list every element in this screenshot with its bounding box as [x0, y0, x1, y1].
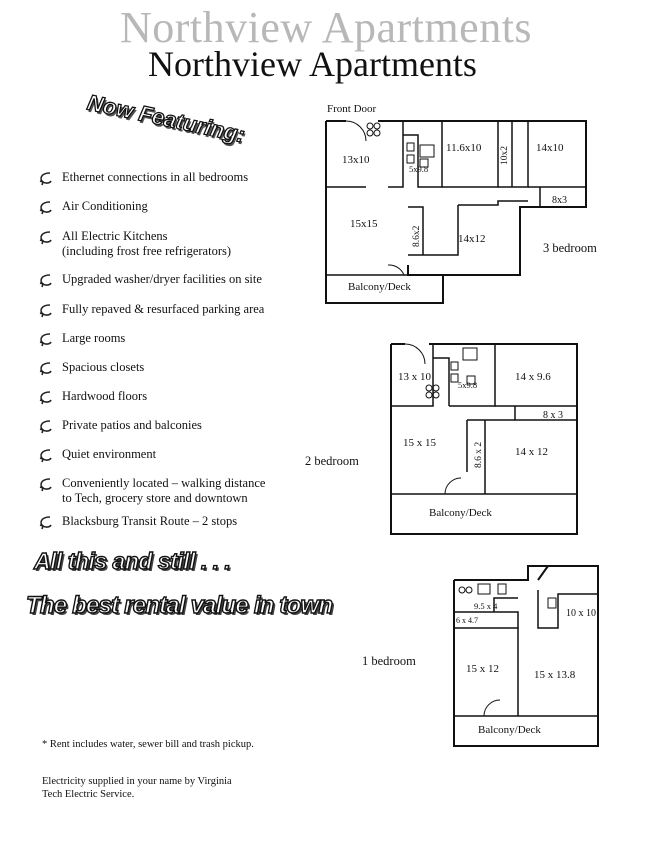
curved-arrow-icon: [39, 231, 52, 245]
svg-text:10x2: 10x2: [500, 146, 510, 165]
electric-note: Electricity supplied in your name by Vir…: [42, 776, 232, 800]
feature-text: Spacious closets: [62, 360, 145, 374]
slogan-best-value: The best rental value in town: [25, 591, 333, 619]
svg-text:Balcony/Deck: Balcony/Deck: [478, 724, 541, 736]
feature-text: Private patios and balconies: [62, 418, 202, 432]
svg-text:8.6x2: 8.6x2: [412, 225, 422, 247]
list-item: Upgraded washer/dryer facilities on site: [36, 272, 262, 292]
curved-arrow-icon: [39, 391, 52, 405]
curved-arrow-icon: [39, 172, 52, 186]
curved-arrow-icon: [39, 333, 52, 347]
svg-text:8x3: 8x3: [552, 195, 567, 206]
plan-label-2-bedroom: 2 bedroom: [305, 454, 359, 468]
feature-text: Fully repaved & resurfaced parking area: [62, 302, 265, 316]
svg-text:13x10: 13x10: [342, 154, 370, 166]
list-item: Hardwood floors: [36, 389, 147, 409]
list-item: All Electric Kitchens (including frost f…: [36, 229, 231, 259]
svg-text:9.5 x 4: 9.5 x 4: [474, 601, 498, 611]
list-item: Blacksburg Transit Route – 2 stops: [36, 514, 237, 534]
curved-arrow-icon: [39, 274, 52, 288]
curved-arrow-icon: [39, 304, 52, 318]
feature-text: Blacksburg Transit Route – 2 stops: [62, 514, 238, 528]
feature-text: Air Conditioning: [62, 199, 148, 213]
svg-text:Balcony/Deck: Balcony/Deck: [348, 281, 411, 293]
list-item: Ethernet connections in all bedrooms: [36, 170, 248, 190]
now-featuring-banner: Now Featuring:: [85, 89, 248, 148]
svg-text:15 x 13.8: 15 x 13.8: [534, 669, 576, 681]
page-title: Northview Apartments: [148, 44, 477, 84]
feature-text: Ethernet connections in all bedrooms: [62, 170, 249, 184]
svg-text:10 x 10: 10 x 10: [566, 608, 596, 619]
svg-text:8.6 x 2: 8.6 x 2: [474, 442, 484, 468]
svg-text:15 x 15: 15 x 15: [403, 437, 437, 449]
list-item: Fully repaved & resurfaced parking area: [36, 302, 264, 322]
svg-text:15 x 12: 15 x 12: [466, 663, 499, 675]
svg-text:13 x 10: 13 x 10: [398, 371, 432, 383]
curved-arrow-icon: [39, 362, 52, 376]
svg-text:6 x 4.7: 6 x 4.7: [456, 616, 478, 625]
feature-text: Quiet environment: [62, 447, 157, 461]
floorplan-1-bedroom: 9.5 x 4 6 x 4.7 10 x 10 15 x 12 15 x 13.…: [453, 565, 599, 747]
rent-note: * Rent includes water, sewer bill and tr…: [42, 739, 254, 750]
curved-arrow-icon: [39, 449, 52, 463]
floorplan-3-bedroom: 13x10 5x9.8 11.6x10 10x2 14x10 8x3 15x15…: [325, 120, 587, 304]
list-item: Conveniently located – walking distance …: [36, 476, 265, 506]
svg-text:14x10: 14x10: [536, 142, 564, 154]
svg-text:11.6x10: 11.6x10: [446, 142, 482, 154]
floorplan-2-bedroom: 13 x 10 5x9.8 14 x 9.6 8 x 3 15 x 15 8.6…: [390, 343, 578, 535]
feature-text: Large rooms: [62, 331, 126, 345]
list-item: Quiet environment: [36, 447, 156, 467]
curved-arrow-icon: [39, 516, 52, 530]
curved-arrow-icon: [39, 420, 52, 434]
curved-arrow-icon: [39, 201, 52, 215]
front-door-label: Front Door: [327, 103, 377, 115]
feature-text: Conveniently located – walking distance …: [62, 476, 266, 505]
plan-label-1-bedroom: 1 bedroom: [362, 654, 416, 668]
list-item: Large rooms: [36, 331, 125, 351]
curved-arrow-icon: [39, 478, 52, 492]
svg-text:14 x 9.6: 14 x 9.6: [515, 371, 551, 383]
svg-text:14x12: 14x12: [458, 233, 486, 245]
slogan-still: All this and still . . .: [33, 547, 231, 574]
svg-text:14 x 12: 14 x 12: [515, 446, 548, 458]
svg-text:5x9.8: 5x9.8: [409, 164, 428, 174]
plan-label-3-bedroom: 3 bedroom: [543, 241, 597, 255]
svg-text:Balcony/Deck: Balcony/Deck: [429, 507, 492, 519]
feature-text: Upgraded washer/dryer facilities on site: [62, 272, 262, 286]
list-item: Spacious closets: [36, 360, 144, 380]
title-shadow: Northview Apartments: [120, 3, 533, 52]
feature-text: Hardwood floors: [62, 389, 148, 403]
svg-text:8 x 3: 8 x 3: [543, 410, 563, 421]
list-item: Air Conditioning: [36, 199, 148, 219]
list-item: Private patios and balconies: [36, 418, 202, 438]
svg-text:15x15: 15x15: [350, 218, 378, 230]
svg-text:5x9.8: 5x9.8: [458, 380, 477, 390]
feature-text: All Electric Kitchens (including frost f…: [62, 229, 232, 258]
